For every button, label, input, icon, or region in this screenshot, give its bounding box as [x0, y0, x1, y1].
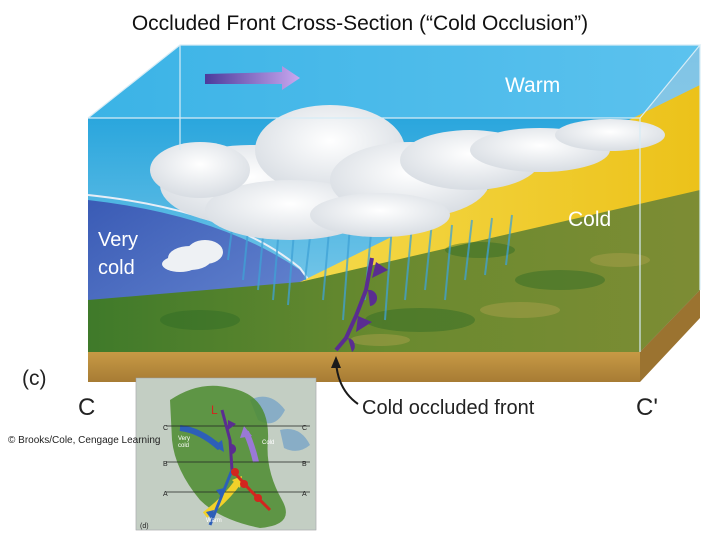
occluded-front-symbols [334, 257, 388, 352]
inset-very-cold-line2: cold [178, 443, 189, 449]
very-cold-label-line1: Very [98, 229, 138, 251]
inset-c-right: C [302, 425, 307, 432]
section-label-c-prime: C' [636, 394, 658, 421]
panel-label: (c) [22, 367, 47, 390]
soil-right [640, 290, 700, 382]
box-outline [87, 44, 702, 352]
section-label-c: C [78, 394, 96, 421]
small-cloud [162, 240, 223, 272]
warm-label: Warm [505, 74, 560, 97]
box-top-face [88, 45, 700, 118]
inset-warm-label: Warm [206, 518, 222, 524]
cold-occluded-front-label: Cold occluded front [362, 397, 535, 419]
inset-low-symbol: L [211, 403, 218, 417]
inset-a-right: A [302, 491, 307, 498]
storm-cloud [150, 105, 665, 240]
soil-front [88, 352, 640, 382]
inset-b-left: B [163, 461, 168, 468]
ground-texture-light [350, 253, 650, 346]
inset-c-left: C [163, 425, 168, 432]
inset-panel-label: (d) [140, 523, 149, 530]
inset-b-right: B [302, 461, 307, 468]
ground-texture [160, 242, 605, 332]
cold-label: Cold [568, 208, 611, 231]
upper-air-flow-arrow [205, 66, 300, 90]
front-pointer-arrowhead [331, 356, 341, 368]
inset-cold-label: Cold [262, 440, 274, 446]
page-title: Occluded Front Cross-Section (“Cold Occl… [131, 12, 589, 35]
inset-a-left: A [163, 491, 168, 498]
very-cold-label-line2: cold [98, 257, 135, 279]
copyright-credit: © Brooks/Cole, Cengage Learning [8, 435, 161, 446]
inset-weather-map [135, 377, 317, 531]
inset-very-cold-line1: Very [178, 436, 190, 442]
